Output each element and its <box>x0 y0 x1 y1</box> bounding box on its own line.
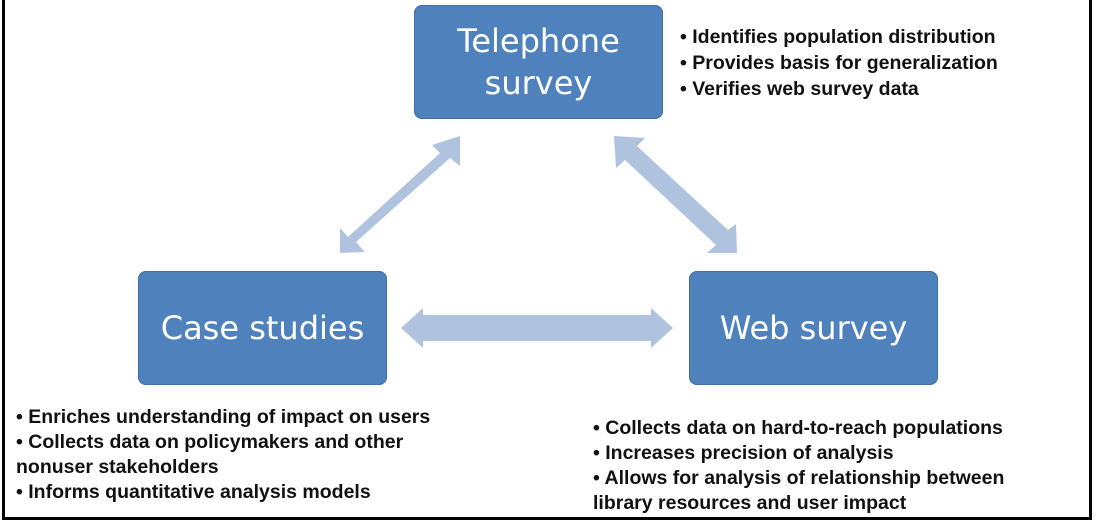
bullet-item-continuation: library resources and user impact <box>593 492 907 514</box>
double-arrow-shape <box>340 136 460 253</box>
bullet-item: • Verifies web survey data <box>680 78 919 100</box>
arrow-telephone-web <box>614 136 737 253</box>
bullet-item: • Informs quantitative analysis models <box>16 481 371 503</box>
telephone-label-line-1: Telephone <box>457 22 620 60</box>
arrow-case-web <box>401 308 673 348</box>
bullet-item: • Collects data on hard-to-reach populat… <box>593 417 1003 439</box>
bullet-item: • Allows for analysis of relationship be… <box>593 467 1005 489</box>
telephone-survey-node: Telephone survey <box>414 5 663 119</box>
telephone-label-line-2: survey <box>484 64 593 102</box>
bullet-item: • Provides basis for generalization <box>680 52 998 74</box>
bullet-item-continuation: nonuser stakeholders <box>16 456 219 478</box>
case-studies-node: Case studies <box>138 271 387 385</box>
double-arrow-shape <box>401 308 673 348</box>
web-survey-node: Web survey <box>689 271 938 385</box>
arrow-case-telephone <box>340 136 460 253</box>
case-studies-label: Case studies <box>160 309 365 347</box>
telephone-bullet-list: • Identifies population distribution • P… <box>680 24 998 102</box>
double-arrow-shape <box>614 136 737 253</box>
case-studies-bullet-list: • Enriches understanding of impact on us… <box>16 405 430 505</box>
bullet-item: • Identifies population distribution <box>680 26 996 48</box>
web-survey-bullet-list: • Collects data on hard-to-reach populat… <box>593 416 1004 516</box>
bullet-item: • Enriches understanding of impact on us… <box>16 406 431 428</box>
bullet-item: • Collects data on policymakers and othe… <box>16 431 404 453</box>
bullet-item: • Increases precision of analysis <box>593 442 894 464</box>
web-survey-label: Web survey <box>719 309 908 347</box>
